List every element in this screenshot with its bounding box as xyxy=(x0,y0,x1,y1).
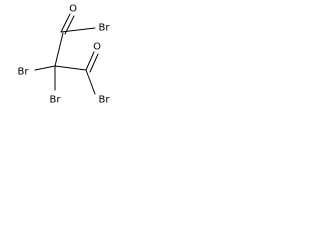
bond-top-carbon-bromine xyxy=(60,27,96,33)
bromine-center-left-label: Br xyxy=(18,67,30,78)
bond-center-to-lower-carbon xyxy=(54,65,87,71)
oxygen-top-label: O xyxy=(69,4,77,15)
bond-lower-carbon-bromine xyxy=(85,69,96,95)
bond-center-to-left-bromine xyxy=(34,65,56,71)
bromine-bottom-right-label: Br xyxy=(99,95,111,106)
bond-center-to-top-carbon xyxy=(54,32,64,67)
bond-lower-carbonyl-double-b xyxy=(89,53,99,73)
chemical-structure: O Br Br Br O Br xyxy=(18,4,111,106)
bond-top-carbonyl-double-a xyxy=(60,13,71,33)
oxygen-bottom-label: O xyxy=(93,42,101,53)
bond-lower-carbonyl-double-a xyxy=(85,51,95,71)
bromine-center-bottom-label: Br xyxy=(50,95,62,106)
bromine-top-right-label: Br xyxy=(99,23,111,34)
